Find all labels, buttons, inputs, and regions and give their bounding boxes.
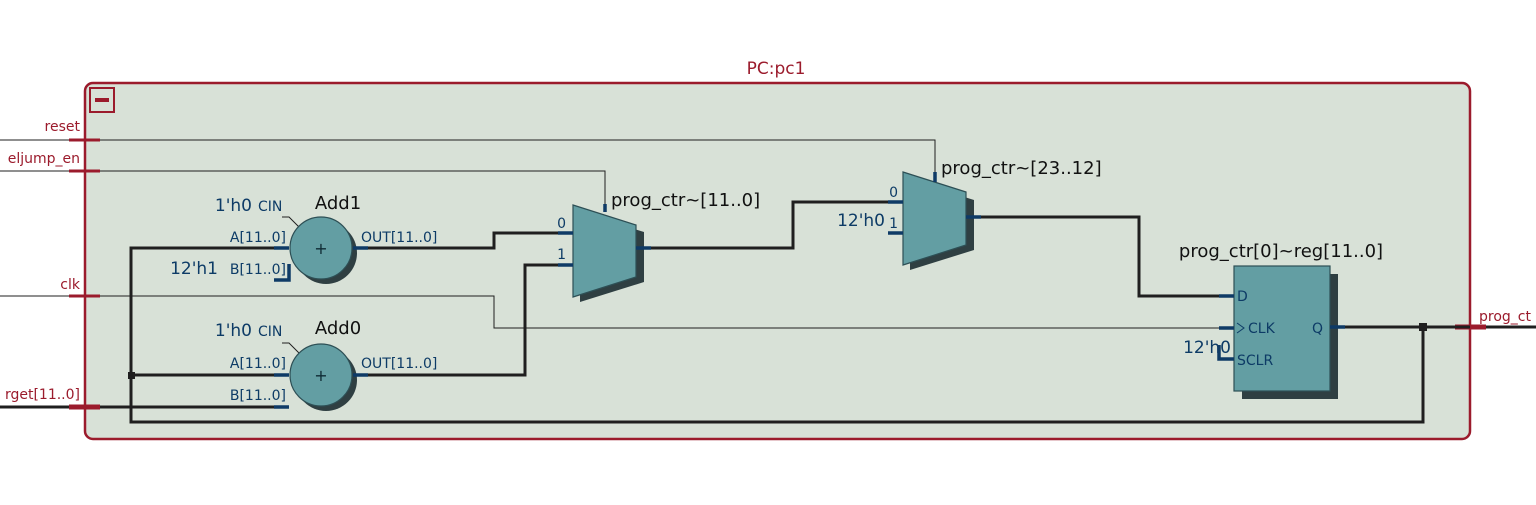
reg-d-label: D: [1237, 289, 1248, 305]
add0-a-label: A[11..0]: [230, 356, 286, 372]
reg-sclr-pin: [1217, 345, 1234, 361]
mux-prog-ctr-lo[interactable]: prog_ctr~[11..0] 0 1: [557, 190, 760, 302]
port-label-target: rget[11..0]: [5, 387, 80, 403]
add1-symbol: +: [314, 239, 327, 258]
collapse-button[interactable]: [89, 87, 115, 113]
add0-cin-pin: [282, 342, 301, 355]
add1-out-label: OUT[11..0]: [361, 230, 437, 246]
add1-cin-const: 1'h0: [215, 196, 252, 216]
junction-dot-left: [128, 372, 135, 379]
add1-b-pin: [274, 264, 291, 282]
mux-prog-ctr-hi[interactable]: prog_ctr~[23..12] 0 1 12'h0: [837, 158, 1102, 270]
adder-add0[interactable]: Add0 1'h0 CIN A[11..0] B[11..0] + OUT[11…: [215, 318, 437, 411]
add0-out-label: OUT[11..0]: [361, 356, 437, 372]
mux2-in1-label: 1: [889, 216, 898, 232]
clock-edge-icon: [1236, 322, 1245, 334]
port-label-reljump-en: eljump_en: [8, 151, 80, 167]
junction-dot-right: [1419, 323, 1427, 331]
mux1-in0-label: 0: [557, 216, 566, 232]
module-title: PC:pc1: [747, 59, 806, 79]
add1-body: [289, 216, 353, 280]
add0-cin-const: 1'h0: [215, 321, 252, 341]
minus-icon: [95, 98, 109, 102]
mux2-in0-label: 0: [889, 185, 898, 201]
add1-title: Add1: [315, 193, 361, 214]
mux2-in1-const: 12'h0: [837, 211, 885, 231]
wire-mux1-out: [636, 200, 903, 250]
add1-b-label: B[11..0]: [230, 262, 286, 278]
add0-title: Add0: [315, 318, 361, 339]
reg-title: prog_ctr[0]~reg[11..0]: [1179, 241, 1383, 262]
wire-clk: [100, 295, 1222, 329]
port-label-reset: reset: [45, 119, 81, 135]
reg-sclr-label: SCLR: [1237, 353, 1273, 369]
add1-cin-label: CIN: [258, 199, 282, 215]
wire-add1-out: [353, 231, 572, 250]
wire-reljump-en: [100, 170, 606, 204]
add0-symbol: +: [314, 366, 327, 385]
mux1-title: prog_ctr~[11..0]: [611, 190, 760, 211]
wire-add0-out: [353, 263, 572, 377]
add0-b-label: B[11..0]: [230, 388, 286, 404]
add1-b-const: 12'h1: [170, 259, 218, 279]
port-label-prog-ctr: prog_ct: [1479, 309, 1531, 325]
adder-add1[interactable]: Add1 1'h0 CIN A[11..0] 12'h1 B[11..0] + …: [170, 193, 437, 284]
reg-clk-label: CLK: [1248, 321, 1276, 337]
add0-body: [289, 343, 353, 407]
add1-a-label: A[11..0]: [230, 230, 286, 246]
mux1-in1-label: 1: [557, 247, 566, 263]
add0-cin-label: CIN: [258, 324, 282, 340]
register-prog-ctr[interactable]: prog_ctr[0]~reg[11..0] D CLK SCLR 12'h0 …: [1179, 241, 1383, 399]
wire-mux2-out: [968, 215, 1234, 298]
wire-reset: [100, 139, 936, 175]
reg-q-label: Q: [1312, 321, 1323, 337]
port-label-clk: clk: [60, 277, 81, 293]
mux2-title: prog_ctr~[23..12]: [941, 158, 1102, 179]
wire-feedback: [129, 246, 1425, 424]
module-box[interactable]: [83, 81, 1472, 441]
reg-sclr-const: 12'h0: [1183, 338, 1231, 358]
add1-cin-pin: [282, 216, 301, 229]
